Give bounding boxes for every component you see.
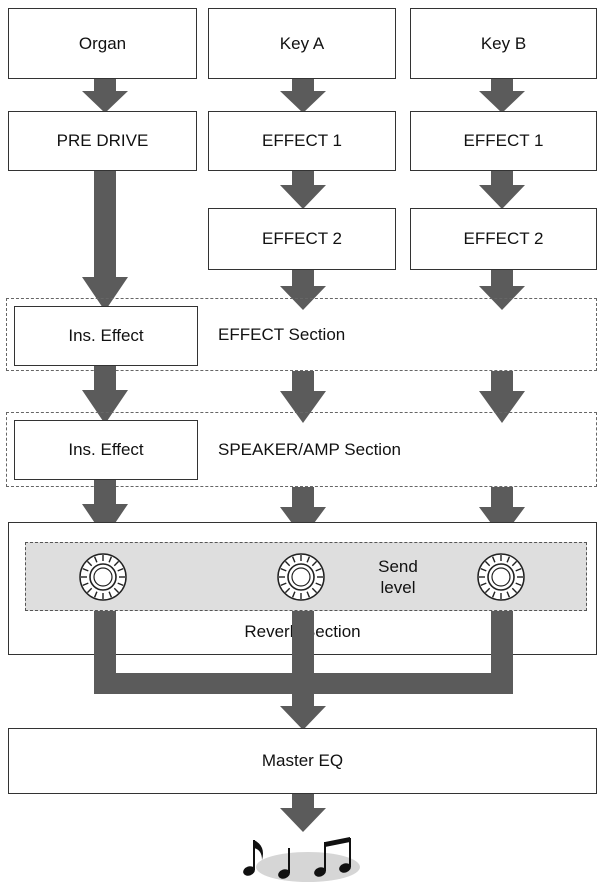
arrow-keya-effect2-to-effect-section: [280, 270, 326, 310]
arrow-merge-to-master-eq: [280, 694, 326, 730]
arrow-effect-to-speaker-organ: [82, 366, 128, 424]
master-eq-box: Master EQ: [8, 728, 597, 794]
arrow-effect-to-speaker-keya: [280, 371, 326, 423]
key-a-effect2-label: EFFECT 2: [262, 229, 342, 248]
speaker-ins-effect-label: Ins. Effect: [68, 440, 144, 459]
send-level-label-line1: Send: [378, 557, 418, 576]
master-eq-label: Master EQ: [261, 751, 344, 770]
music-notes-icon: [243, 837, 360, 882]
key-b-effect2-box: EFFECT 2: [410, 208, 597, 270]
arrow-speaker-to-reverb-organ: [82, 480, 128, 538]
send-level-label: Send level: [368, 556, 428, 598]
key-a-box: Key A: [208, 8, 396, 79]
arrow-keyb-effect1-to-effect2: [479, 171, 525, 209]
arrow-keya-to-effect1: [280, 79, 326, 113]
key-b-effect1-label: EFFECT 1: [463, 131, 544, 150]
send-level-knob-key-a[interactable]: [276, 552, 326, 602]
key-b-effect1-box: EFFECT 1: [410, 111, 597, 171]
arrow-keyb-effect2-to-effect-section: [479, 270, 525, 310]
key-a-effect1-box: EFFECT 1: [208, 111, 396, 171]
effect-ins-effect-label: Ins. Effect: [68, 326, 144, 345]
organ-box: Organ: [8, 8, 197, 79]
key-a-label: Key A: [279, 33, 325, 53]
arrow-master-eq-to-output: [280, 794, 326, 832]
pre-drive-box: PRE DRIVE: [8, 111, 197, 171]
pre-drive-label: PRE DRIVE: [56, 131, 149, 150]
key-b-label: Key B: [480, 33, 527, 53]
arrow-effect-to-speaker-keyb: [479, 371, 525, 423]
arrow-predrive-to-effect-section: [82, 171, 128, 311]
merge-bar-horizontal: [94, 673, 513, 694]
arrow-speaker-to-reverb-keyb: [479, 487, 525, 538]
send-level-knob-key-b[interactable]: [476, 552, 526, 602]
arrow-keyb-to-effect1: [479, 79, 525, 113]
arrow-speaker-to-reverb-keya: [280, 487, 326, 538]
effect-ins-effect-box: Ins. Effect: [14, 306, 198, 366]
speaker-ins-effect-box: Ins. Effect: [14, 420, 198, 480]
key-a-effect1-label: EFFECT 1: [262, 131, 342, 150]
key-b-effect2-label: EFFECT 2: [463, 229, 544, 248]
arrow-organ-to-predrive: [82, 79, 128, 113]
key-a-effect2-box: EFFECT 2: [208, 208, 396, 270]
send-level-knob-organ[interactable]: [78, 552, 128, 602]
key-b-box: Key B: [410, 8, 597, 79]
send-level-label-line2: level: [380, 578, 416, 597]
effect-section-label: EFFECT Section: [218, 325, 346, 344]
arrow-keya-effect1-to-effect2: [280, 171, 326, 209]
speaker-amp-section-label: SPEAKER/AMP Section: [218, 440, 401, 459]
organ-label: Organ: [78, 33, 127, 53]
